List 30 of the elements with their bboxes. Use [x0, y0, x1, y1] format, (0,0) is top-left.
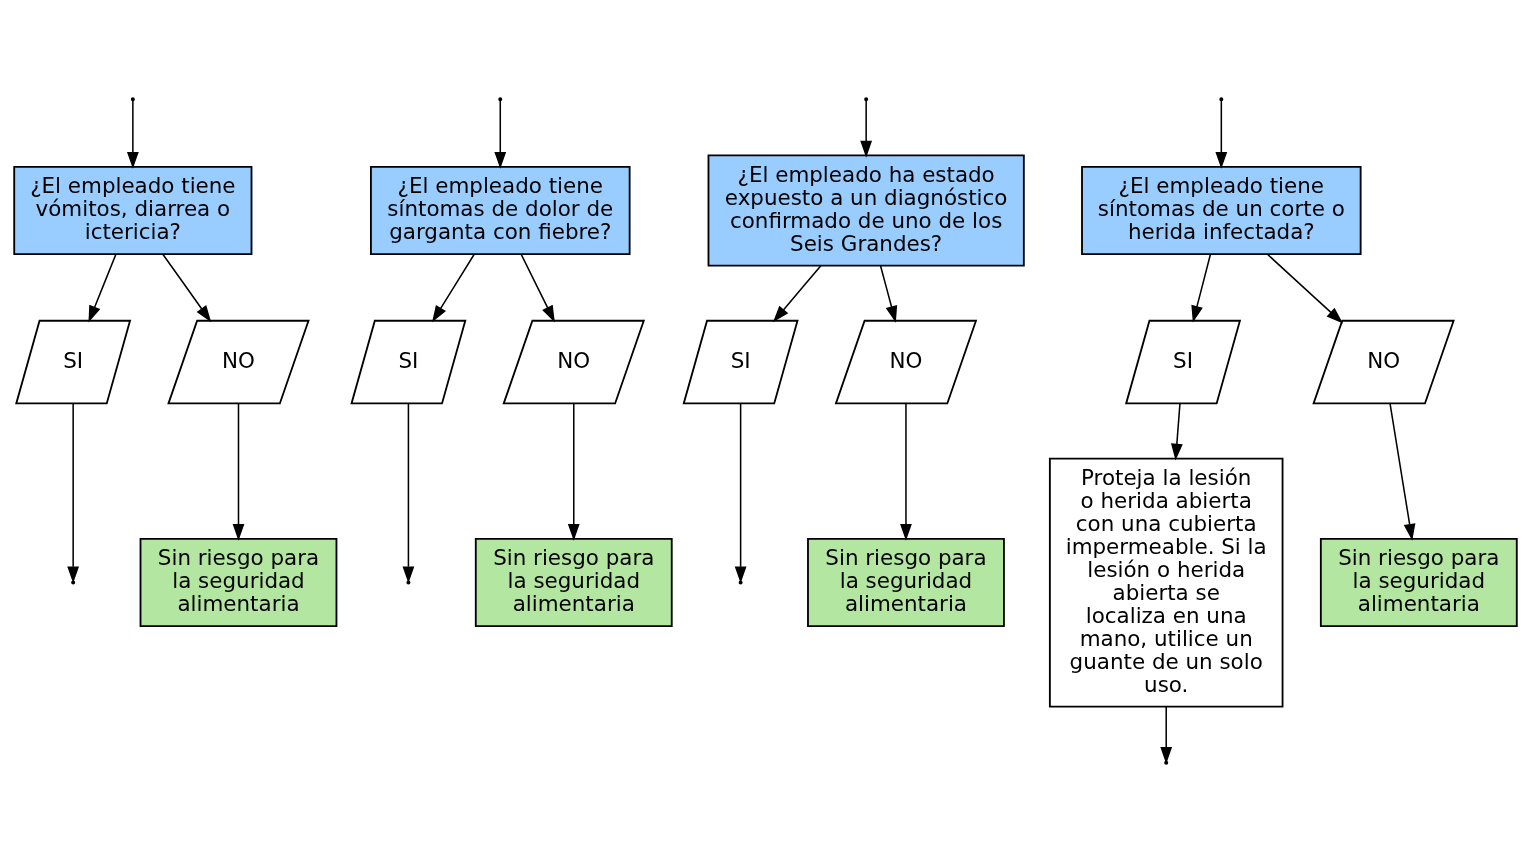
arrow: [232, 402, 245, 541]
node-box: Sin riesgo para la seguridad alimentaria: [1319, 537, 1518, 627]
arrow: [1170, 402, 1183, 460]
arrow: [402, 402, 415, 583]
node-box: Sin riesgo para la seguridad alimentaria: [139, 537, 338, 627]
arrow: [900, 402, 912, 541]
arrow: [126, 99, 139, 169]
arrow: [860, 99, 873, 158]
arrow: [520, 252, 555, 322]
arrow: [1215, 99, 1228, 169]
arrow: [1160, 705, 1173, 764]
node-box: ¿El empleado tiene síntomas de un corte o herida infectada?: [1081, 165, 1362, 255]
arrow: [772, 264, 822, 322]
arrow: [734, 402, 747, 583]
node-box: ¿El empleado tiene síntomas de dolor de garganta con fiebre?: [370, 165, 631, 255]
node-box: Sin riesgo para la seguridad alimentaria: [474, 537, 673, 627]
arrow: [879, 264, 898, 323]
arrow: [1191, 252, 1212, 323]
arrow: [67, 402, 80, 583]
arrow: [1389, 402, 1416, 541]
arrow: [567, 402, 580, 541]
node-box: ¿El empleado ha estado expuesto a un diagnóstico confirmado de uno de los Seis Grandes?: [707, 154, 1025, 267]
arrow: [1266, 252, 1343, 323]
arrow: [88, 252, 117, 322]
node-box: Proteja la lesión o herida abierta con una cubierta impermeable. Si la lesión o herida abierta se localiza en una mano, utilice un guante de un solo uso.: [1048, 457, 1284, 707]
node-box: Sin riesgo para la seguridad alimentaria: [807, 537, 1005, 627]
arrow: [432, 252, 475, 322]
arrow: [494, 99, 507, 169]
node-box: ¿El empleado tiene vómitos, diarrea o ictericia?: [13, 165, 253, 255]
arrow: [162, 252, 212, 322]
